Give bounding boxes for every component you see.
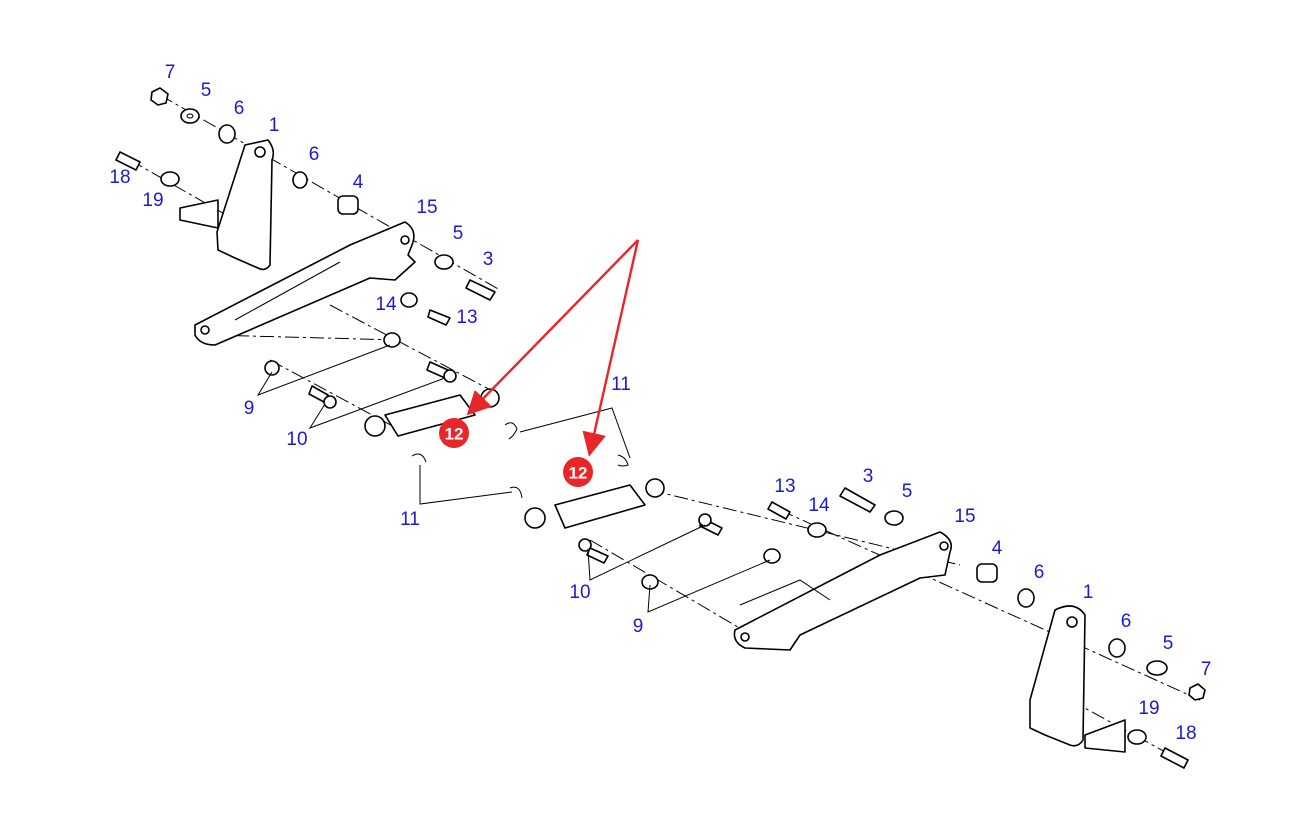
part-label[interactable]: 11 xyxy=(400,509,420,530)
part-label[interactable]: 3 xyxy=(863,466,874,487)
part-label[interactable]: 19 xyxy=(142,190,163,211)
part-label[interactable]: 9 xyxy=(244,398,255,419)
part-label[interactable]: 5 xyxy=(453,223,464,244)
part-label[interactable]: 18 xyxy=(1175,723,1196,744)
gas-strut-left xyxy=(364,388,500,437)
part-label[interactable]: 14 xyxy=(375,294,397,315)
part-label[interactable]: 5 xyxy=(902,481,913,502)
part-label[interactable]: 15 xyxy=(416,197,437,218)
callout-arrows xyxy=(466,239,640,457)
part-label[interactable]: 5 xyxy=(201,80,212,101)
mounting-plate-right xyxy=(733,531,953,651)
part-label[interactable]: 10 xyxy=(569,582,590,603)
part-label[interactable]: 15 xyxy=(954,506,975,527)
callout-badge[interactable]: 12 xyxy=(563,457,593,487)
part-label[interactable]: 1 xyxy=(1083,582,1094,603)
spring-clips xyxy=(411,422,629,499)
pivot-bracket-left xyxy=(179,139,275,271)
part-label[interactable]: 10 xyxy=(286,429,307,450)
part-label[interactable]: 11 xyxy=(611,374,631,395)
callout-number: 12 xyxy=(569,464,588,483)
part-label[interactable]: 4 xyxy=(353,172,364,193)
part-labels: 7 5 6 1 6 4 18 19 15 5 3 14 13 9 10 11 1… xyxy=(109,62,1211,744)
hardware-bottom-right xyxy=(578,487,1206,769)
callout-badge[interactable]: 12 xyxy=(439,418,469,448)
part-label[interactable]: 14 xyxy=(808,495,830,516)
part-label[interactable]: 19 xyxy=(1138,698,1159,719)
hardware-top-left xyxy=(115,87,496,409)
gas-strut-right xyxy=(524,478,665,529)
part-label[interactable]: 18 xyxy=(109,167,130,188)
part-label[interactable]: 9 xyxy=(633,616,644,637)
part-label[interactable]: 3 xyxy=(483,249,494,270)
part-label[interactable]: 6 xyxy=(234,98,245,119)
part-label[interactable]: 7 xyxy=(165,62,176,83)
part-label[interactable]: 6 xyxy=(1034,562,1045,583)
part-label[interactable]: 7 xyxy=(1201,659,1212,680)
leader-lines xyxy=(256,344,771,613)
callout-number: 12 xyxy=(445,425,464,444)
mounting-plate-left xyxy=(194,221,416,346)
pivot-bracket-right xyxy=(1029,605,1126,753)
part-label[interactable]: 6 xyxy=(1121,611,1132,632)
part-label[interactable]: 5 xyxy=(1163,633,1174,654)
part-label[interactable]: 13 xyxy=(774,476,795,497)
part-label[interactable]: 13 xyxy=(456,307,477,328)
part-label[interactable]: 6 xyxy=(309,144,320,165)
assembly-axis-lines xyxy=(129,94,1201,761)
part-label[interactable]: 4 xyxy=(992,538,1003,559)
part-label[interactable]: 1 xyxy=(269,115,280,136)
